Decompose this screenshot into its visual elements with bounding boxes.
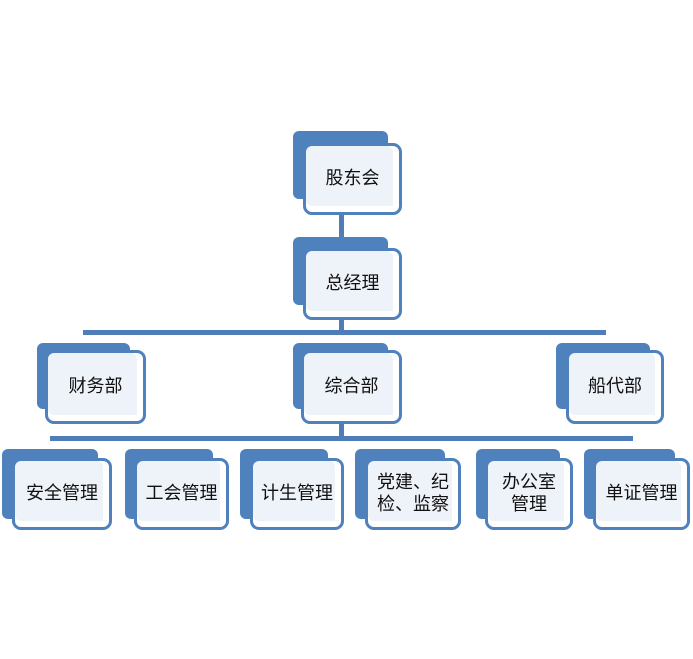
node-label: 安全管理	[12, 458, 112, 530]
node-label: 综合部	[301, 350, 402, 424]
node-label: 股东会	[303, 143, 402, 215]
node-label: 办公室管理	[485, 458, 573, 530]
node-label: 计生管理	[250, 458, 344, 530]
node-label: 工会管理	[134, 458, 229, 530]
node-label: 总经理	[303, 248, 402, 320]
connector	[339, 318, 344, 334]
connector	[83, 330, 606, 335]
node-label: 党建、纪检、监察	[365, 458, 461, 530]
connector	[339, 422, 344, 438]
connector	[50, 436, 633, 441]
node-label: 单证管理	[593, 458, 690, 530]
connector	[339, 212, 344, 240]
node-label: 财务部	[45, 350, 146, 424]
node-label: 船代部	[566, 350, 664, 424]
